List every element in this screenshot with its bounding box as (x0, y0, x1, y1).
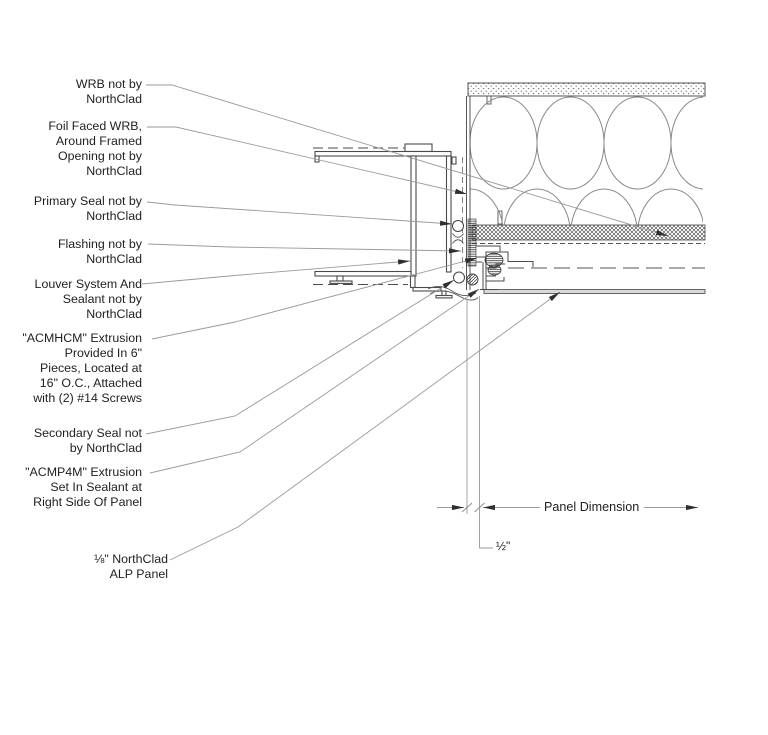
callout-foil-wrb-label: Foil Faced WRB, Around Framed Opening no… (48, 119, 142, 178)
callout-louver-system-label: Louver System And Sealant not by NorthCl… (34, 277, 142, 321)
louver-frame (313, 143, 457, 299)
callout-secondary-seal-label: Secondary Seal not by NorthClad (33, 426, 142, 455)
panel-dimension-label: Panel Dimension (544, 500, 640, 514)
leader-secondary-seal (145, 279, 455, 435)
secondary-seal-bead (453, 271, 465, 284)
screw-head-2 (487, 264, 502, 276)
leader-flashing (147, 243, 462, 254)
callout-acmhcm-label: "ACMHCM" Extrusion Provided In 6" Pieces… (22, 331, 142, 405)
leader-primary-seal (146, 201, 453, 226)
leader-acmhcm (151, 257, 478, 340)
gap-dim-leader (479, 509, 493, 549)
leader-louver (141, 259, 411, 285)
plywood-band (471, 224, 706, 241)
primary-seal-bead (452, 220, 464, 232)
leader-wrb (146, 84, 669, 237)
screw-thread (467, 218, 477, 267)
alp-panel-section (483, 289, 706, 294)
joint-details (427, 218, 534, 301)
acmp4m-extrusion (480, 262, 505, 290)
sheathing-band (467, 82, 706, 97)
sealant-bead (466, 273, 479, 286)
callout-alp-panel-label: ⅛" NorthClad ALP Panel (94, 552, 168, 581)
gap-dimension-label: ½" (496, 539, 511, 553)
callout-acmp4m-label: "ACMP4M" Extrusion Set In Sealant at Rig… (25, 465, 142, 509)
leader-acmp4m (149, 288, 480, 474)
leader-alp-panel (169, 291, 561, 561)
callout-primary-seal-label: Primary Seal not by NorthClad (33, 194, 142, 223)
leader-lines (141, 84, 669, 561)
batt-insulation (470, 96, 703, 225)
callout-wrb-label: WRB not by NorthClad (75, 77, 142, 106)
callout-flashing-label: Flashing not by NorthClad (57, 237, 142, 266)
leader-foil-wrb (147, 126, 468, 195)
dimensioning (437, 296, 698, 549)
acmhcm-extrusion (476, 245, 534, 277)
